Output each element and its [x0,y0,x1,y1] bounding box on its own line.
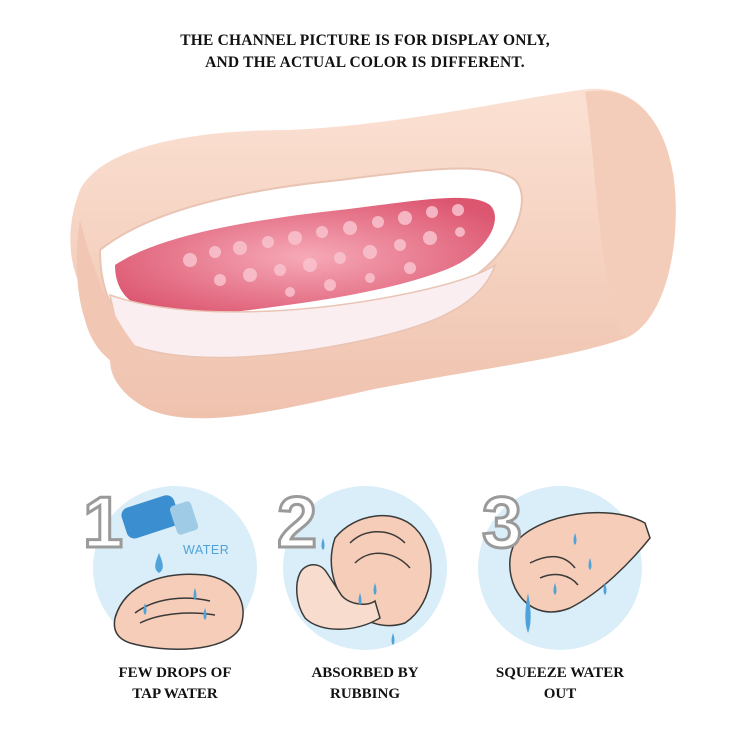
water-drop-icon [155,553,163,573]
step-3: 3 SQUEEZE WATER OUT [460,482,660,713]
step-3-label-line-2: OUT [543,686,577,702]
channel-texture [183,204,465,297]
step-3-label-line-1: SQUEEZE WATER [495,665,625,681]
rubbing-hands-icon [295,564,381,630]
step-2: 2 ABSORBED BY RUBBING [265,482,465,713]
inner-channel [115,197,495,316]
disclaimer-line-1: THE CHANNEL PICTURE IS FOR DISPLAY ONLY, [180,32,550,49]
water-drops-icon [143,588,207,620]
water-drops-icon [321,538,395,645]
step-1-number: 1 [81,482,124,565]
entry-opening [76,220,160,373]
step-2-number: 2 [275,482,318,565]
disclaimer-text: THE CHANNEL PICTURE IS FOR DISPLAY ONLY,… [0,30,730,74]
step-2-illustration [283,486,447,650]
step-3-illustration [478,486,651,650]
step-1-label: FEW DROPS OF TAP WATER [75,663,275,705]
step-2-label: ABSORBED BY RUBBING [265,663,465,705]
disclaimer-line-2: AND THE ACTUAL COLOR IS DIFFERENT. [205,54,525,71]
water-bottle-icon [121,495,199,539]
step-2-sleeve [330,515,432,627]
squeeze-icon [509,511,651,613]
step-1-sleeve [113,573,244,650]
water-drops-icon [525,533,607,633]
step-2-label-line-1: ABSORBED BY [311,665,419,681]
sleeve-end-cap [585,90,676,338]
step-1-illustration [93,486,257,650]
step-1-label-line-1: FEW DROPS OF [118,665,232,681]
lower-lip-layer [108,263,497,359]
step-1-label-line-2: TAP WATER [132,686,218,702]
step-3-label: SQUEEZE WATER OUT [460,663,660,705]
water-badge: WATER [183,543,230,557]
step-1: 1 WATER FEW DROPS OF TAP WATER [75,482,275,713]
product-cross-section-illustration [70,88,676,419]
step-2-label-line-2: RUBBING [329,686,400,702]
step-3-number: 3 [480,482,523,565]
